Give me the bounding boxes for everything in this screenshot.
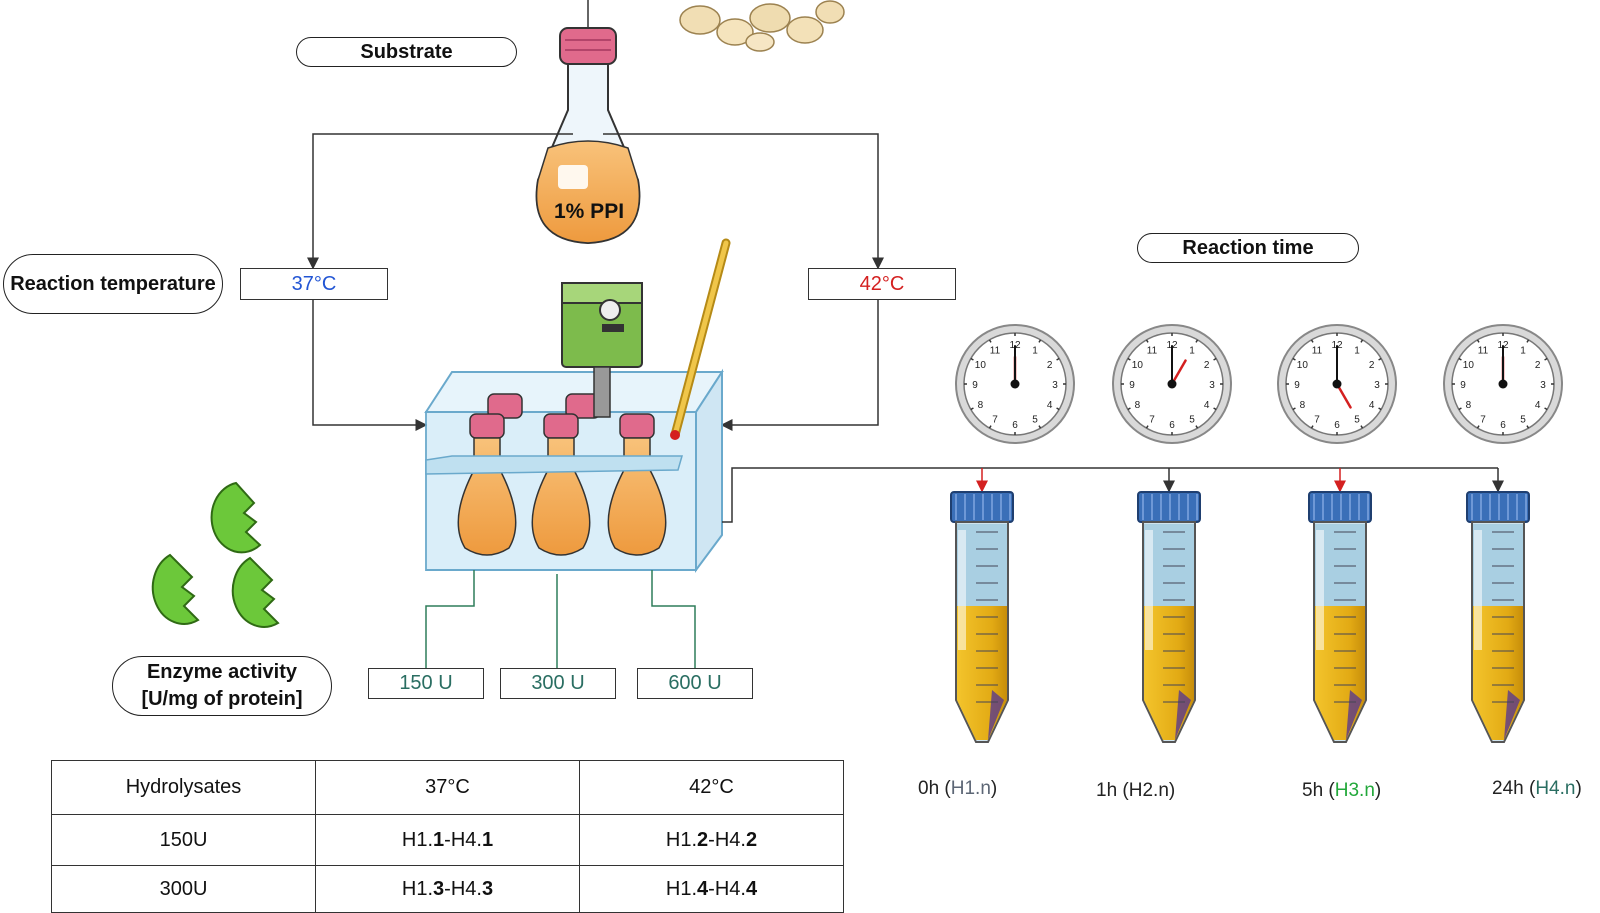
svg-text:9: 9 [1129,380,1135,391]
enzyme-activity-text: Enzyme activity [146,661,298,683]
svg-text:3: 3 [1209,380,1215,391]
svg-text:5: 5 [1520,415,1526,426]
svg-text:10: 10 [1463,360,1475,371]
temp-42-box: 42°C [808,268,956,300]
svg-text:4: 4 [1535,400,1541,411]
flask-label: 1% PPI [554,200,625,223]
svg-text:9: 9 [1460,380,1466,391]
svg-text:9: 9 [1294,380,1300,391]
table-cell: H1.2-H4.2 [579,814,844,866]
svg-text:6: 6 [1169,420,1175,431]
enzyme-activity-unit: [U/mg of protein] [141,688,303,710]
table-header-cell: Hydrolysates [51,760,316,815]
time-label-5h: 5h (H3.n) [1302,780,1382,801]
svg-text:2: 2 [1369,360,1375,371]
table-cell: H1.3-H4.3 [315,865,580,913]
svg-text:10: 10 [1297,360,1309,371]
water-bath-icon [424,238,731,574]
enzyme-150-box: 150 U [368,668,484,699]
connector-line [603,133,884,270]
svg-text:1: 1 [1189,345,1195,356]
reaction-temperature-label: Reaction temperature [3,254,223,314]
falcon-tube-icon [1308,491,1372,743]
falcon-tube-icon [1466,491,1530,743]
svg-text:7: 7 [992,415,998,426]
svg-text:3: 3 [1540,380,1546,391]
time-label-24h: 24h (H4.n) [1492,778,1582,799]
table-row: 300U H1.3-H4.3 H1.4-H4.4 [51,865,844,913]
svg-text:10: 10 [975,360,987,371]
svg-text:1: 1 [1032,345,1038,356]
svg-text:9: 9 [972,380,978,391]
svg-text:8: 8 [1135,400,1141,411]
time-label-1h: 1h (H2.n) [1096,780,1176,801]
svg-text:11: 11 [1147,345,1158,356]
svg-text:4: 4 [1047,400,1053,411]
svg-text:6: 6 [1500,420,1506,431]
svg-text:11: 11 [1312,345,1323,356]
substrate-flask-icon [535,27,641,245]
svg-text:3: 3 [1374,380,1380,391]
clock-hour-hand [1335,382,1352,409]
connector-line [722,467,1498,523]
svg-text:6: 6 [1012,420,1018,431]
table-row-label: 300U [51,865,316,913]
svg-text:7: 7 [1480,415,1486,426]
enzyme-600-box: 600 U [637,668,753,699]
enzyme-300-box: 300 U [500,668,616,699]
table-header-cell: 37°C [315,760,580,815]
svg-text:4: 4 [1369,400,1375,411]
svg-text:5: 5 [1189,415,1195,426]
table-cell: H1.1-H4.1 [315,814,580,866]
enzyme-activity-label: Enzyme activity [U/mg of protein] [112,656,332,716]
enzyme-icon [151,481,280,628]
temp-37-box: 37°C [240,268,388,300]
connector-line [651,570,696,668]
svg-text:6: 6 [1334,420,1340,431]
svg-text:4: 4 [1204,400,1210,411]
peanuts-icon [679,0,845,52]
reaction-time-label: Reaction time [1137,233,1359,263]
table-row: 150U H1.1-H4.1 H1.2-H4.2 [51,814,844,866]
connector-line [312,300,428,431]
svg-text:8: 8 [1466,400,1472,411]
table-header-cell: 42°C [579,760,844,815]
svg-text:8: 8 [1300,400,1306,411]
table-row-label: 150U [51,814,316,866]
svg-text:2: 2 [1535,360,1541,371]
connector-line [720,300,879,431]
clocks-group: 1234567891011121234567891011121234567891… [955,324,1563,444]
svg-text:2: 2 [1204,360,1210,371]
svg-text:7: 7 [1149,415,1155,426]
svg-text:11: 11 [1478,345,1489,356]
svg-text:3: 3 [1052,380,1058,391]
substrate-label: Substrate [296,37,517,67]
hydrolysates-table: Hydrolysates 37°C 42°C 150U H1.1-H4.1 H1… [51,760,844,913]
connector-line [425,570,475,668]
svg-text:1: 1 [1354,345,1360,356]
falcon-tube-icon [1137,491,1201,743]
falcon-tube-icon [950,491,1014,743]
reaction-temperature-text: Reaction temperature [10,272,216,295]
clock-hour-hand [1170,359,1187,386]
svg-text:2: 2 [1047,360,1053,371]
svg-text:5: 5 [1354,415,1360,426]
table-cell: H1.4-H4.4 [579,865,844,913]
connector-line [307,133,573,270]
tubes-group [950,491,1530,743]
svg-text:5: 5 [1032,415,1038,426]
table-header-row: Hydrolysates 37°C 42°C [51,760,844,815]
svg-text:11: 11 [990,345,1001,356]
time-label-0h: 0h (H1.n) [918,778,998,799]
svg-text:7: 7 [1314,415,1320,426]
svg-text:10: 10 [1132,360,1144,371]
svg-text:8: 8 [978,400,984,411]
svg-text:1: 1 [1520,345,1526,356]
